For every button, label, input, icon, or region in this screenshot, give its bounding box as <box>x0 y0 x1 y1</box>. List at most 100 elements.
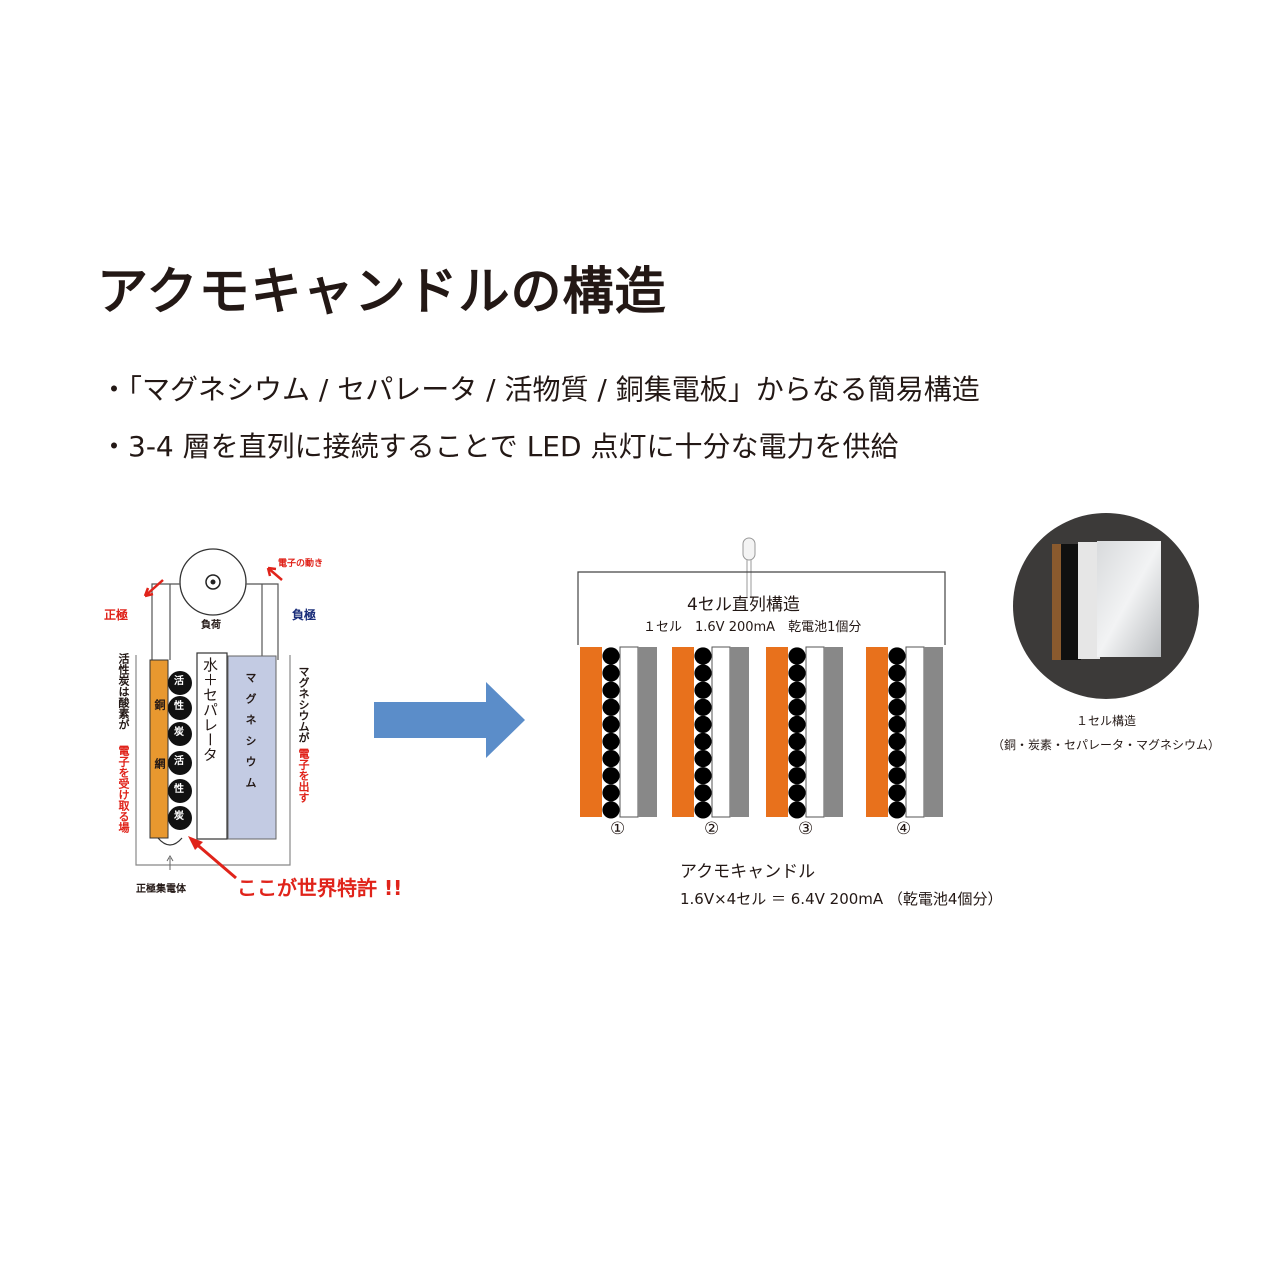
series-frame <box>577 571 946 645</box>
cell-number-2: ② <box>704 819 720 839</box>
carbon-particle <box>888 664 906 682</box>
carbon-particle <box>602 647 620 665</box>
photo-caption-2: （銅・炭素・セパレータ・マグネシウム） <box>991 738 1220 752</box>
cell-container <box>135 655 291 866</box>
carbon-particle <box>602 715 620 734</box>
product-name: アクモキャンドル <box>680 862 816 882</box>
cell-4 <box>866 646 943 819</box>
carbon-particle <box>788 664 806 682</box>
carbon-particle <box>694 732 712 751</box>
magnesium-layer <box>730 647 749 817</box>
carbon-particle <box>694 681 712 699</box>
carbon-char-4: 活 <box>174 756 184 767</box>
carbon-particle <box>788 647 806 665</box>
carbon-particle <box>694 750 712 768</box>
magnesium-layer <box>824 647 843 817</box>
carbon-particle <box>788 715 806 734</box>
carbon-particle <box>602 784 620 802</box>
wire-right <box>246 583 279 660</box>
carbon-particle <box>788 750 806 768</box>
carbon-particle <box>788 681 806 699</box>
page-title: アクモキャンドルの構造 <box>97 263 667 322</box>
cell-2 <box>672 646 749 819</box>
cell-3 <box>766 646 843 819</box>
carbon-particle <box>888 767 906 785</box>
carbon-particle <box>888 750 906 768</box>
carbon-particle <box>788 801 806 819</box>
copper-layer <box>866 647 888 817</box>
carbon-particle <box>788 784 806 802</box>
magnesium-label: マグネシウム <box>244 672 257 798</box>
copper-mesh-label: 銅網 <box>153 699 166 817</box>
carbon-char-3: 炭 <box>174 727 184 738</box>
series-arrow <box>374 682 525 758</box>
electron-flow-label: 電子の動き <box>278 559 324 569</box>
carbon-particle <box>888 681 906 699</box>
cell-1 <box>580 646 657 819</box>
carbon-particle <box>602 698 620 716</box>
mg-note-black: マグネシウムが <box>297 666 310 743</box>
series-heading: 4セル直列構造 <box>687 595 800 615</box>
carbon-particle <box>602 681 620 699</box>
magnesium-layer <box>924 647 943 817</box>
carbon-char-2: 性 <box>174 701 184 712</box>
carbon-note-black: 活性炭は酸素が <box>117 653 130 730</box>
carbon-note-red: 電子を受け取る場 <box>117 745 130 833</box>
carbon-particle <box>602 767 620 785</box>
carbon-particle <box>888 715 906 734</box>
led-icon <box>742 537 756 561</box>
carbon-particle <box>788 767 806 785</box>
copper-layer <box>766 647 788 817</box>
bullet-series: ・3-4 層を直列に接続することで LED 点灯に十分な電力を供給 <box>100 430 899 463</box>
carbon-particle <box>694 664 712 682</box>
mg-note-red: 電子を出す <box>297 748 310 803</box>
arrow-negative <box>267 567 283 581</box>
carbon-particle <box>602 732 620 751</box>
carbon-particle <box>602 664 620 682</box>
cell-number-4: ④ <box>896 819 912 839</box>
bullet-structure: ・「マグネシウム / セパレータ / 活物質 / 銅集電板」からなる簡易構造 <box>100 373 980 406</box>
separator-label: 水＋セパレータ <box>201 657 219 762</box>
carbon-particle <box>888 801 906 819</box>
copper-layer <box>580 647 602 817</box>
carbon-particle <box>602 750 620 768</box>
carbon-particle <box>788 732 806 751</box>
arrow-positive <box>144 579 164 597</box>
carbon-particle <box>694 647 712 665</box>
copper-layer <box>672 647 694 817</box>
collector-label: 正極集電体 <box>136 884 186 895</box>
carbon-particle <box>602 801 620 819</box>
carbon-particle <box>788 698 806 716</box>
cell-spec: １セル 1.6V 200mA 乾電池1個分 <box>643 620 862 635</box>
photo-caption-1: １セル構造 <box>1075 714 1136 728</box>
carbon-particle <box>694 767 712 785</box>
carbon-particle <box>888 732 906 751</box>
copper-mesh-bar <box>149 659 169 839</box>
carbon-particle <box>694 784 712 802</box>
magnesium-layer <box>638 647 657 817</box>
positive-label: 正極 <box>104 608 129 622</box>
carbon-particle <box>888 647 906 665</box>
carbon-particle <box>694 698 712 716</box>
patent-arrow <box>193 840 237 880</box>
carbon-particle <box>694 715 712 734</box>
magnesium-panel <box>227 655 277 840</box>
carbon-char-1: 活 <box>174 676 184 687</box>
carbon-particle <box>888 698 906 716</box>
negative-label: 負極 <box>292 608 317 622</box>
carbon-particle <box>694 801 712 819</box>
carbon-char-6: 炭 <box>174 811 184 822</box>
cell-number-3: ③ <box>798 819 814 839</box>
separator-panel <box>196 652 228 840</box>
load-label: 負荷 <box>201 620 221 631</box>
carbon-particle <box>888 784 906 802</box>
activated-carbon-column <box>168 671 192 830</box>
cell-number-1: ① <box>610 819 626 839</box>
patent-label: ここが世界特許 !! <box>237 876 403 900</box>
voltage-formula: 1.6V×4セル ＝ 6.4V 200mA （乾電池4個分） <box>680 890 1003 908</box>
carbon-char-5: 性 <box>174 784 184 795</box>
wire-left <box>151 583 180 660</box>
